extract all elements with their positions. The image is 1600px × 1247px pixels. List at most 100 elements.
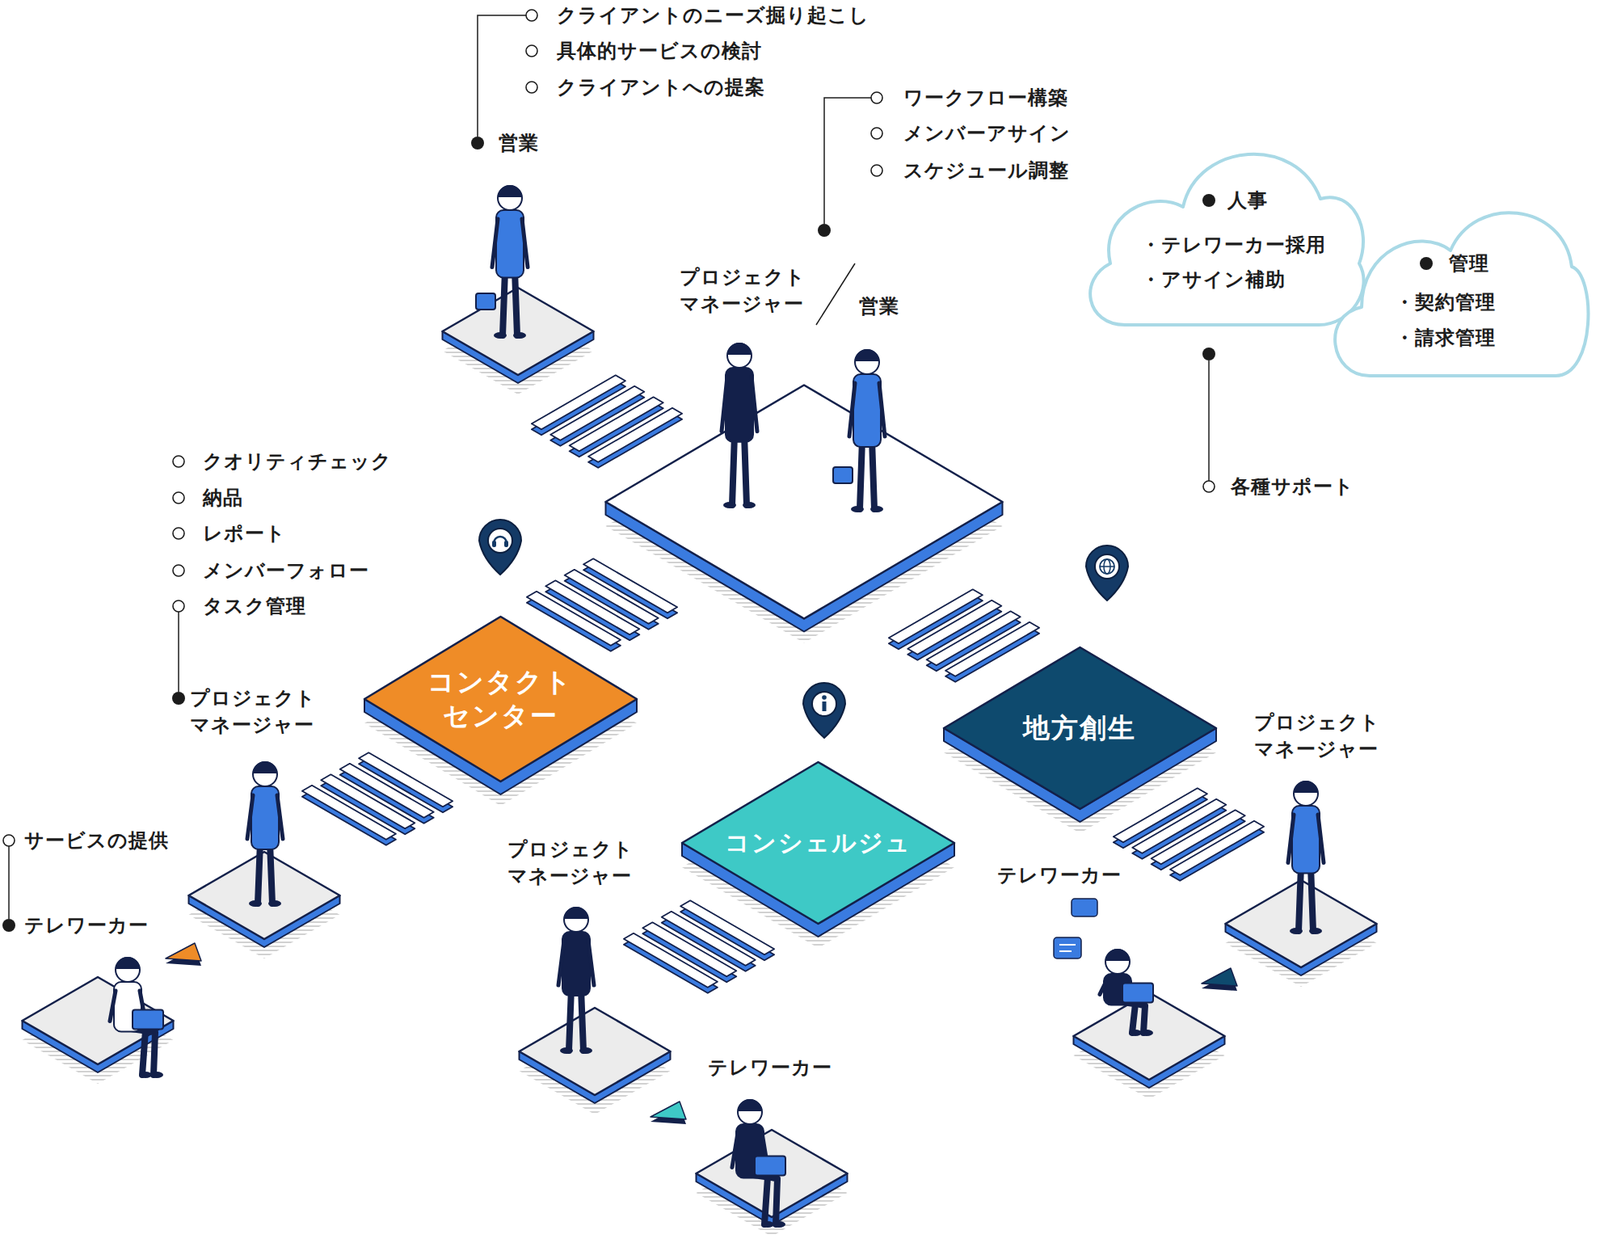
- person-arm: [588, 940, 594, 986]
- person-head: [1293, 781, 1318, 806]
- stairs: [526, 558, 678, 652]
- tile-top: [519, 1007, 671, 1095]
- bullet-circle: [526, 45, 538, 57]
- callout-label: レポート: [202, 522, 287, 545]
- person-leg: [859, 439, 863, 510]
- person-shoe: [850, 505, 864, 513]
- callout-label: サービスの提供: [24, 829, 169, 852]
- callout-label: メンバーアサイン: [903, 122, 1071, 145]
- pin-face: [1094, 554, 1120, 579]
- leader-line: [477, 15, 527, 137]
- platform-top: [943, 647, 1217, 809]
- cloud-outline: [1090, 154, 1364, 325]
- pin-body: [479, 519, 522, 575]
- cloud-item: ・契約管理: [1394, 290, 1496, 314]
- person-leg: [1298, 866, 1302, 932]
- person-leg: [744, 434, 747, 506]
- callout-label: プロジェクト マネージャー: [507, 836, 634, 890]
- stairs: [302, 752, 453, 846]
- person-figure: [109, 956, 164, 1078]
- pin-symbol: [1099, 559, 1115, 574]
- person-body: [853, 374, 881, 447]
- person-shoe: [1289, 927, 1303, 935]
- bullet-dot: [1419, 256, 1433, 270]
- person-arm: [277, 795, 283, 839]
- person-figure: [1099, 948, 1154, 1036]
- person-arm: [849, 383, 855, 437]
- person-hair: [252, 761, 278, 774]
- bullet-circle: [871, 92, 883, 104]
- tile-top: [696, 1129, 848, 1217]
- laptop: [1122, 982, 1154, 1003]
- person-leg: [502, 270, 506, 337]
- callout-label: プロジェクト マネージャー: [679, 264, 806, 318]
- callout-label: プロジェクト マネージャー: [189, 685, 316, 739]
- stairs: [888, 589, 1040, 683]
- person-hair: [854, 349, 880, 362]
- callout-label: テレワーカー: [997, 863, 1122, 887]
- person-hair: [564, 906, 589, 919]
- stairs: [1113, 787, 1264, 881]
- cloud-item: ・テレワーカー採用: [1141, 233, 1327, 257]
- callout-label: テレワーカー: [24, 913, 149, 937]
- tile-top: [189, 851, 341, 939]
- briefcase: [833, 467, 853, 484]
- cloud-heading: 人事: [1227, 189, 1268, 212]
- person-figure: [1288, 780, 1324, 935]
- person-arm: [751, 376, 758, 432]
- person-hair: [1293, 780, 1318, 793]
- person-hair: [497, 185, 523, 198]
- wedge-top: [1201, 968, 1238, 986]
- wedge-marker: [165, 943, 202, 966]
- stair-step: [1170, 821, 1264, 876]
- person-shoe: [1140, 1029, 1154, 1036]
- bullet-dot: [817, 223, 831, 237]
- person-shoe: [1128, 1029, 1142, 1036]
- platform-shape: [364, 616, 637, 782]
- chat-bubble: [1053, 937, 1082, 959]
- person-arm: [558, 940, 565, 986]
- callout-label: タスク管理: [202, 594, 307, 618]
- platform-text-group: 地方創生: [1023, 711, 1137, 746]
- person-head: [564, 907, 589, 932]
- bullet-dot: [1202, 347, 1216, 361]
- bullet-circle: [1203, 480, 1215, 493]
- person-leg: [1122, 1000, 1146, 1033]
- bullet-circle: [172, 600, 185, 612]
- person-hair: [737, 1098, 763, 1112]
- person-figure: [721, 342, 758, 509]
- callout-label: プロジェクト マネージャー: [1254, 709, 1381, 763]
- map-pin: [479, 519, 522, 575]
- platform-box: コンタクト センター: [364, 616, 637, 782]
- bullet-circle: [172, 527, 185, 539]
- bullet-circle: [526, 81, 538, 93]
- person-head: [854, 349, 880, 375]
- person-arm: [522, 218, 528, 268]
- person-arm: [247, 795, 253, 839]
- callout-label: クライアントのニーズ掘り起こし: [556, 4, 870, 27]
- person-arm: [879, 383, 885, 437]
- person-shoe: [138, 1071, 152, 1078]
- person-leg: [871, 439, 875, 510]
- laptop: [754, 1155, 786, 1175]
- cloud-heading: 管理: [1448, 252, 1490, 275]
- person-leg: [745, 1174, 768, 1226]
- person-arm: [1099, 982, 1106, 994]
- person-head: [252, 762, 278, 787]
- platform-title: コンタクト センター: [427, 665, 573, 733]
- person-shoe: [248, 900, 262, 907]
- bullet-circle: [871, 127, 883, 139]
- person-figure: [558, 906, 594, 1054]
- person-arm: [1317, 814, 1324, 864]
- person-leg: [581, 988, 584, 1051]
- pin-body: [803, 682, 846, 738]
- bullet-dot: [1202, 193, 1216, 207]
- person-shoe: [870, 505, 884, 513]
- callout-label: 具体的サービスの検討: [556, 39, 763, 63]
- platform-box: 地方創生: [943, 647, 1217, 809]
- person-head: [737, 1099, 763, 1125]
- person-leg: [514, 270, 518, 337]
- slash-divider: [816, 263, 855, 325]
- person-head: [727, 343, 752, 368]
- stairs: [531, 374, 683, 468]
